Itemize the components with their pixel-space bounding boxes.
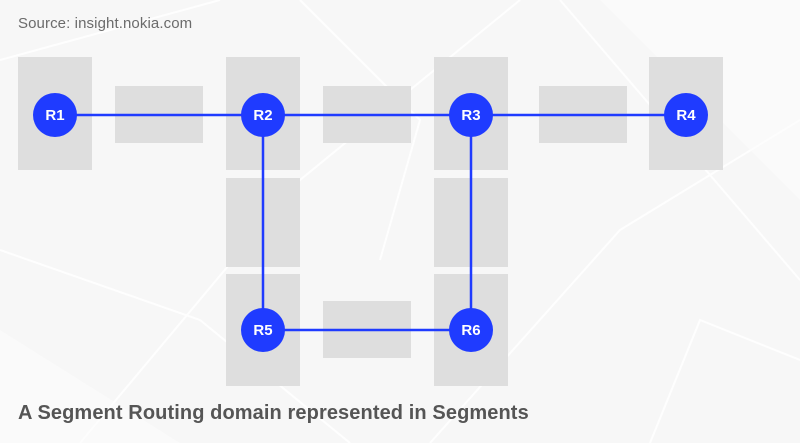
node-r5: R5 xyxy=(241,308,285,352)
node-r5-label: R5 xyxy=(253,322,272,339)
node-r4: R4 xyxy=(664,93,708,137)
node-r2-label: R2 xyxy=(253,107,272,124)
diagram-caption: A Segment Routing domain represented in … xyxy=(18,402,529,424)
node-r1-circle xyxy=(33,93,77,137)
node-r4-label: R4 xyxy=(676,107,696,124)
node-r6: R6 xyxy=(449,308,493,352)
links xyxy=(55,113,686,332)
segment-blocks xyxy=(18,57,723,386)
node-r4-circle xyxy=(664,93,708,137)
node-r5-circle xyxy=(241,308,285,352)
node-r3-label: R3 xyxy=(461,107,480,124)
node-r6-label: R6 xyxy=(461,322,480,339)
node-r1: R1 xyxy=(33,93,77,137)
source-text: Source: insight.nokia.com xyxy=(18,15,193,32)
node-r3-circle xyxy=(449,93,493,137)
node-r6-circle xyxy=(449,308,493,352)
node-r2: R2 xyxy=(241,93,285,137)
node-r2-circle xyxy=(241,93,285,137)
node-r1-label: R1 xyxy=(45,107,64,124)
node-r3: R3 xyxy=(449,93,493,137)
